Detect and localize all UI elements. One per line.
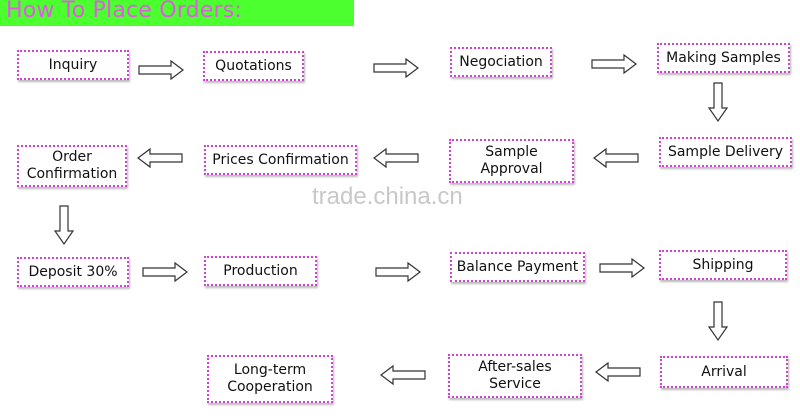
step-label: Sample Delivery bbox=[667, 143, 784, 160]
step-order-confirmation: Order Confirmation bbox=[17, 145, 127, 187]
arrow-right-icon bbox=[591, 54, 637, 74]
arrow-right-icon bbox=[373, 58, 419, 78]
page-title: How To Place Orders: bbox=[6, 0, 243, 23]
arrow-left-icon bbox=[593, 148, 639, 168]
step-label: Deposit 30% bbox=[28, 263, 118, 280]
arrow-right-icon bbox=[599, 258, 645, 278]
step-label: Arrival bbox=[701, 363, 747, 380]
arrow-left-icon bbox=[373, 148, 419, 168]
step-label: Sample Approval bbox=[480, 144, 543, 177]
step-label: Order Confirmation bbox=[26, 149, 118, 182]
arrow-down-icon bbox=[54, 205, 74, 245]
step-production: Production bbox=[204, 256, 317, 286]
step-inquiry: Inquiry bbox=[17, 50, 129, 80]
watermark: trade.china.cn bbox=[312, 183, 463, 210]
step-sample-approval: Sample Approval bbox=[449, 139, 574, 183]
step-quotations: Quotations bbox=[203, 51, 304, 81]
step-prices-confirmation: Prices Confirmation bbox=[204, 145, 357, 175]
step-label: Negociation bbox=[459, 53, 543, 70]
step-label: After-sales Service bbox=[478, 359, 552, 392]
arrow-left-icon bbox=[380, 365, 426, 385]
step-shipping: Shipping bbox=[659, 250, 787, 280]
step-label: Prices Confirmation bbox=[212, 151, 349, 168]
step-making-samples: Making Samples bbox=[657, 43, 790, 73]
step-label: Making Samples bbox=[666, 49, 781, 66]
step-sample-delivery: Sample Delivery bbox=[659, 137, 792, 167]
arrow-down-icon bbox=[708, 82, 728, 122]
step-label: Production bbox=[223, 262, 298, 279]
step-label: Inquiry bbox=[48, 56, 98, 73]
step-label: Balance Payment bbox=[456, 258, 579, 275]
arrow-down-icon bbox=[708, 301, 728, 341]
step-label: Long-term Cooperation bbox=[227, 362, 313, 395]
step-deposit: Deposit 30% bbox=[17, 257, 129, 287]
arrow-right-icon bbox=[142, 262, 188, 282]
step-label: Shipping bbox=[692, 256, 754, 273]
title-banner: How To Place Orders: bbox=[0, 0, 354, 26]
arrow-right-icon bbox=[375, 262, 421, 282]
step-after-sales: After-sales Service bbox=[448, 354, 582, 398]
step-negociation: Negociation bbox=[450, 47, 552, 77]
arrow-left-icon bbox=[595, 362, 641, 382]
arrow-left-icon bbox=[137, 148, 183, 168]
step-balance-payment: Balance Payment bbox=[450, 252, 585, 282]
arrow-right-icon bbox=[138, 60, 184, 80]
step-arrival: Arrival bbox=[660, 356, 788, 388]
step-label: Quotations bbox=[215, 57, 292, 74]
step-long-term: Long-term Cooperation bbox=[207, 355, 333, 403]
